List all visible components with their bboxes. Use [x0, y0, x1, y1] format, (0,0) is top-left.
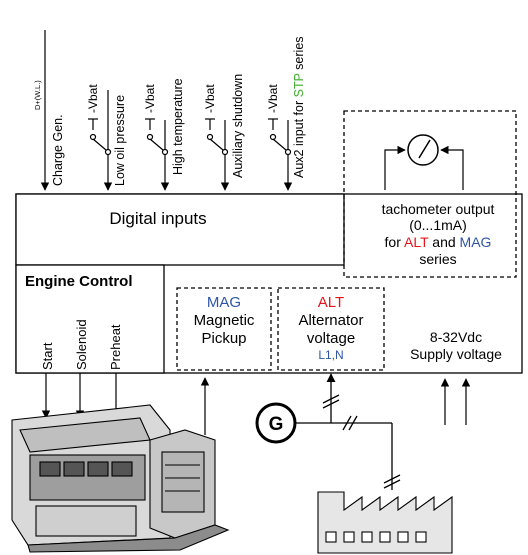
- engine-genset-icon: [11, 404, 230, 553]
- vbat-label-1: -Vbat: [86, 84, 100, 113]
- input-arrows: [40, 30, 293, 191]
- engine-control-title: Engine Control: [25, 273, 133, 290]
- alt-title: ALT: [318, 294, 344, 311]
- solenoid-label: Solenoid: [74, 319, 89, 370]
- aux-shutdown-label: Auxiliary shutdown: [231, 74, 245, 178]
- generator-icon: [255, 402, 297, 444]
- tach-line1: tachometer output: [382, 201, 495, 217]
- gauge-icon: [407, 134, 439, 166]
- mag-title: MAG: [207, 294, 241, 311]
- supply-line2: Supply voltage: [410, 346, 502, 362]
- aux2-stp: STP: [292, 73, 306, 97]
- preheat-label: Preheat: [108, 324, 123, 370]
- tach-alt: ALT: [404, 234, 429, 250]
- alt-wiring: [296, 378, 401, 490]
- engine-control-box: [15, 264, 165, 374]
- low-oil-label: Low oil pressure: [113, 95, 127, 186]
- mag-line2: Pickup: [201, 330, 246, 347]
- supply-line1: 8-32Vdc: [430, 329, 482, 345]
- tach-line2: (0...1mA): [409, 217, 467, 233]
- high-temp-label: High temperature: [171, 78, 185, 175]
- tach-line3: for ALT and MAG: [385, 234, 492, 250]
- alt-line1: Alternator: [298, 312, 363, 329]
- charge-gen-label: Charge Gen.: [51, 114, 65, 186]
- factory-icon: [317, 491, 453, 554]
- alt-line3: L1,N: [318, 348, 343, 362]
- tach-mag: MAG: [460, 234, 492, 250]
- supply-arrows: [440, 378, 471, 425]
- tach-and: and: [428, 234, 459, 250]
- tach-for: for: [385, 234, 404, 250]
- generator-label: G: [269, 414, 284, 435]
- aux2-prefix: Aux2 input for: [292, 97, 306, 178]
- aux2-suffix: series: [292, 36, 306, 73]
- aux2-label: Aux2 input for STP series: [292, 36, 306, 178]
- tachometer-wires: [384, 145, 464, 190]
- tach-line4: series: [419, 251, 456, 267]
- start-label: Start: [40, 342, 55, 370]
- mag-line1: Magnetic: [194, 312, 255, 329]
- mag-box: [176, 287, 272, 371]
- alt-box: [277, 287, 385, 371]
- vbat-label-2: -Vbat: [143, 84, 157, 113]
- alt-line2: voltage: [307, 330, 355, 347]
- vbat-label-3: -Vbat: [203, 84, 217, 113]
- charge-sup-label: D+(W.L.): [33, 80, 42, 110]
- digital-inputs-box: [15, 193, 345, 266]
- vbat-label-4: -Vbat: [266, 84, 280, 113]
- digital-inputs-label: Digital inputs: [109, 209, 206, 228]
- tachometer-box: [343, 110, 517, 278]
- input-switches: [88, 118, 292, 156]
